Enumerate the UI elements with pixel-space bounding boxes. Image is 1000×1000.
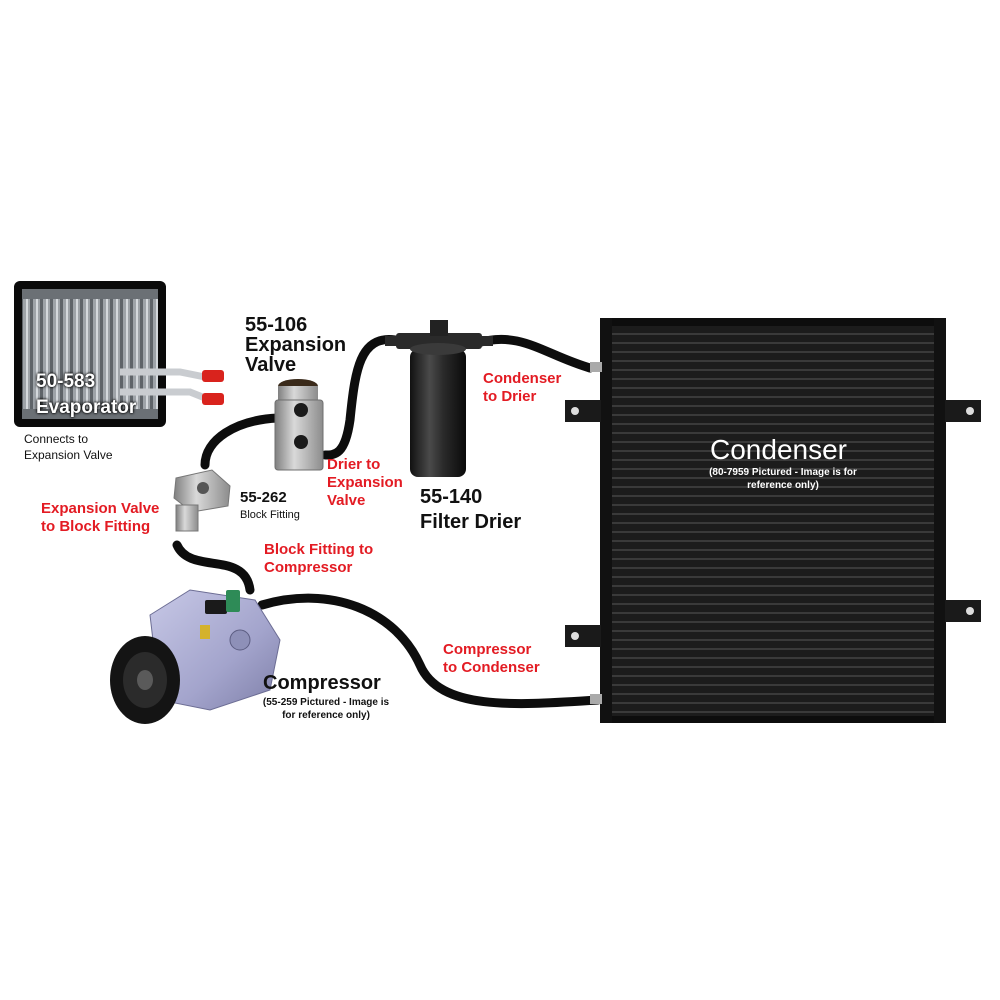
block-fitting-part-number: 55-262 xyxy=(240,489,287,506)
block-fitting-image xyxy=(173,469,231,532)
evaporator-note-line1: Connects to xyxy=(24,432,89,446)
connection-drier-to-expansion-line3: Valve xyxy=(327,492,366,509)
compressor-image xyxy=(110,589,281,724)
connection-condenser-to-drier-line1: Condenser xyxy=(483,370,562,387)
hose-expansion-to-block xyxy=(200,413,283,470)
hose-condenser-to-drier xyxy=(473,334,595,373)
compressor-name: Compressor xyxy=(263,672,381,694)
connection-drier-to-expansion-line1: Drier to xyxy=(327,456,381,473)
hoses xyxy=(172,334,603,709)
condenser-note-line1: (80-7959 Pictured - Image is for xyxy=(709,467,857,478)
connection-compressor-to-condenser-line1: Compressor xyxy=(443,641,532,658)
expansion-valve-name-line2: Valve xyxy=(245,354,297,376)
expansion-valve-image xyxy=(274,379,324,471)
condenser-note-line2: reference only) xyxy=(747,479,819,491)
condenser-image xyxy=(565,318,981,723)
evaporator-image xyxy=(14,281,224,427)
connection-drier-to-expansion-line2: Expansion xyxy=(327,474,403,491)
connection-expansion-to-block-line1: Expansion Valve xyxy=(41,500,160,517)
condenser-name: Condenser xyxy=(710,434,847,465)
expansion-valve-name-line1: Expansion xyxy=(245,334,347,356)
hose-drier-to-expansion xyxy=(320,335,400,460)
block-fitting-name: Block Fitting xyxy=(240,509,300,521)
hose-compressor-to-condenser xyxy=(257,593,603,709)
connection-expansion-to-block-line2: to Block Fitting xyxy=(41,518,151,535)
evaporator-name: Evaporator xyxy=(36,397,137,418)
expansion-valve-part-number: 55-106 xyxy=(245,314,308,336)
compressor-note-line2: for reference only) xyxy=(282,709,370,721)
compressor-note-line1: (55-259 Pictured - Image is xyxy=(262,697,390,708)
connection-expansion-to-block: Expansion Valve to Block Fitting xyxy=(41,500,159,536)
filter-drier-part-number: 55-140 xyxy=(420,486,483,508)
evaporator-part-number: 50-583 xyxy=(36,371,96,392)
condenser-note: (80-7959 Pictured - Image is for referen… xyxy=(683,467,883,492)
connection-condenser-to-drier: Condenser to Drier xyxy=(483,370,561,406)
compressor-note: (55-259 Pictured - Image is for referenc… xyxy=(236,697,416,722)
connection-block-to-compressor-line1: Block Fitting to xyxy=(264,541,374,558)
connection-compressor-to-condenser-line2: to Condenser xyxy=(443,659,540,676)
connection-block-to-compressor-line2: Compressor xyxy=(264,559,353,576)
connection-block-to-compressor: Block Fitting to Compressor xyxy=(264,541,373,577)
connection-condenser-to-drier-line2: to Drier xyxy=(483,388,537,405)
evaporator-note-line2: Expansion Valve xyxy=(24,448,113,462)
hose-block-to-compressor xyxy=(172,540,255,595)
filter-drier-name: Filter Drier xyxy=(420,511,522,533)
connection-drier-to-expansion: Drier to Expansion Valve xyxy=(327,456,403,510)
connection-compressor-to-condenser: Compressor to Condenser xyxy=(443,641,540,677)
filter-drier-image xyxy=(385,320,493,477)
